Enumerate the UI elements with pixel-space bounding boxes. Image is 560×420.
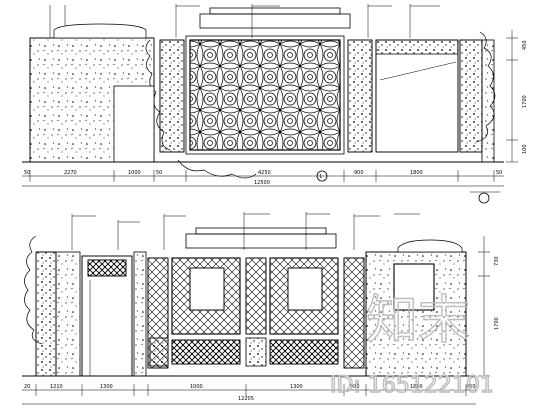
watermark-logo: 知末: [366, 291, 470, 351]
upper-right-pilaster: [347, 39, 373, 153]
upper-dimension-line: [22, 170, 504, 187]
upper-dim-segment-4: 900: [354, 170, 364, 176]
lower-leader-lines: [71, 212, 420, 250]
upper-top-lintel: [199, 13, 351, 29]
upper-height-bottom: 100: [522, 144, 528, 154]
upper-left-doorway: [113, 85, 155, 163]
upper-section-marker: [316, 170, 328, 182]
lower-dim-total: 12205: [238, 396, 254, 402]
lower-band-2: [269, 339, 339, 365]
upper-height-middle: 1700: [522, 95, 528, 108]
lower-pilaster-3: [343, 257, 365, 369]
upper-dim-mid-edge: 50: [156, 170, 162, 176]
lower-left-cloud: [24, 235, 43, 345]
upper-dimension-labels: 50 2270 1000 50 4250 900 1800 50 12500 1…: [24, 40, 528, 186]
upper-right-frame-top: [375, 39, 459, 55]
upper-far-right-pilaster: [459, 39, 483, 153]
watermark-id: ID: 165122101: [330, 373, 494, 398]
lower-dimension-line: [22, 384, 476, 405]
upper-dim-total: 12500: [254, 180, 270, 186]
lower-height-middle: 1700: [494, 317, 500, 330]
upper-dim-segment-2: 1000: [128, 170, 141, 176]
upper-section-marker-label: 1: [319, 174, 322, 180]
lower-dim-left-edge: 20: [24, 384, 30, 390]
upper-elevation: [22, 4, 518, 204]
upper-dim-segment-5: 1800: [410, 170, 423, 176]
lower-dim-segment-1: 1210: [50, 384, 63, 390]
lower-dim-right-edge: 450: [466, 384, 476, 390]
lower-height-dimension: [478, 236, 490, 377]
lower-elevation: [22, 212, 490, 405]
upper-ornamental-screen: [189, 39, 341, 151]
upper-dim-segment-1: 2270: [64, 170, 77, 176]
lower-pilaster-2: [245, 257, 267, 335]
upper-dim-right-edge: 50: [496, 170, 502, 176]
upper-dim-segment-3: 4250: [258, 170, 271, 176]
lower-dim-segment-2: 1300: [100, 384, 113, 390]
upper-left-pilaster: [159, 39, 185, 153]
upper-dim-left-edge: 50: [24, 170, 30, 176]
lower-dim-segment-6: 1800: [410, 384, 423, 390]
lower-dim-segment-5: 900: [350, 384, 360, 390]
lower-dimension-labels: 20 1210 1300 1000 1300 900 1800 450 1220…: [24, 256, 500, 402]
lower-dim-segment-3: 1000: [190, 384, 203, 390]
lower-frame-2: [287, 267, 323, 311]
upper-height-dimension: [506, 30, 518, 163]
upper-height-top: 450: [522, 40, 528, 50]
lower-top-lintel: [185, 233, 337, 249]
lower-height-top: 730: [494, 256, 500, 266]
upper-right-niche: [375, 39, 459, 153]
lower-band-1: [171, 339, 241, 365]
lower-frame-1: [189, 267, 225, 311]
lower-dim-segment-4: 1300: [290, 384, 303, 390]
lower-left-pilaster: [35, 251, 57, 377]
watermark: 知末 ID: 165122101: [329, 290, 494, 398]
lower-door-carving: [87, 259, 127, 277]
